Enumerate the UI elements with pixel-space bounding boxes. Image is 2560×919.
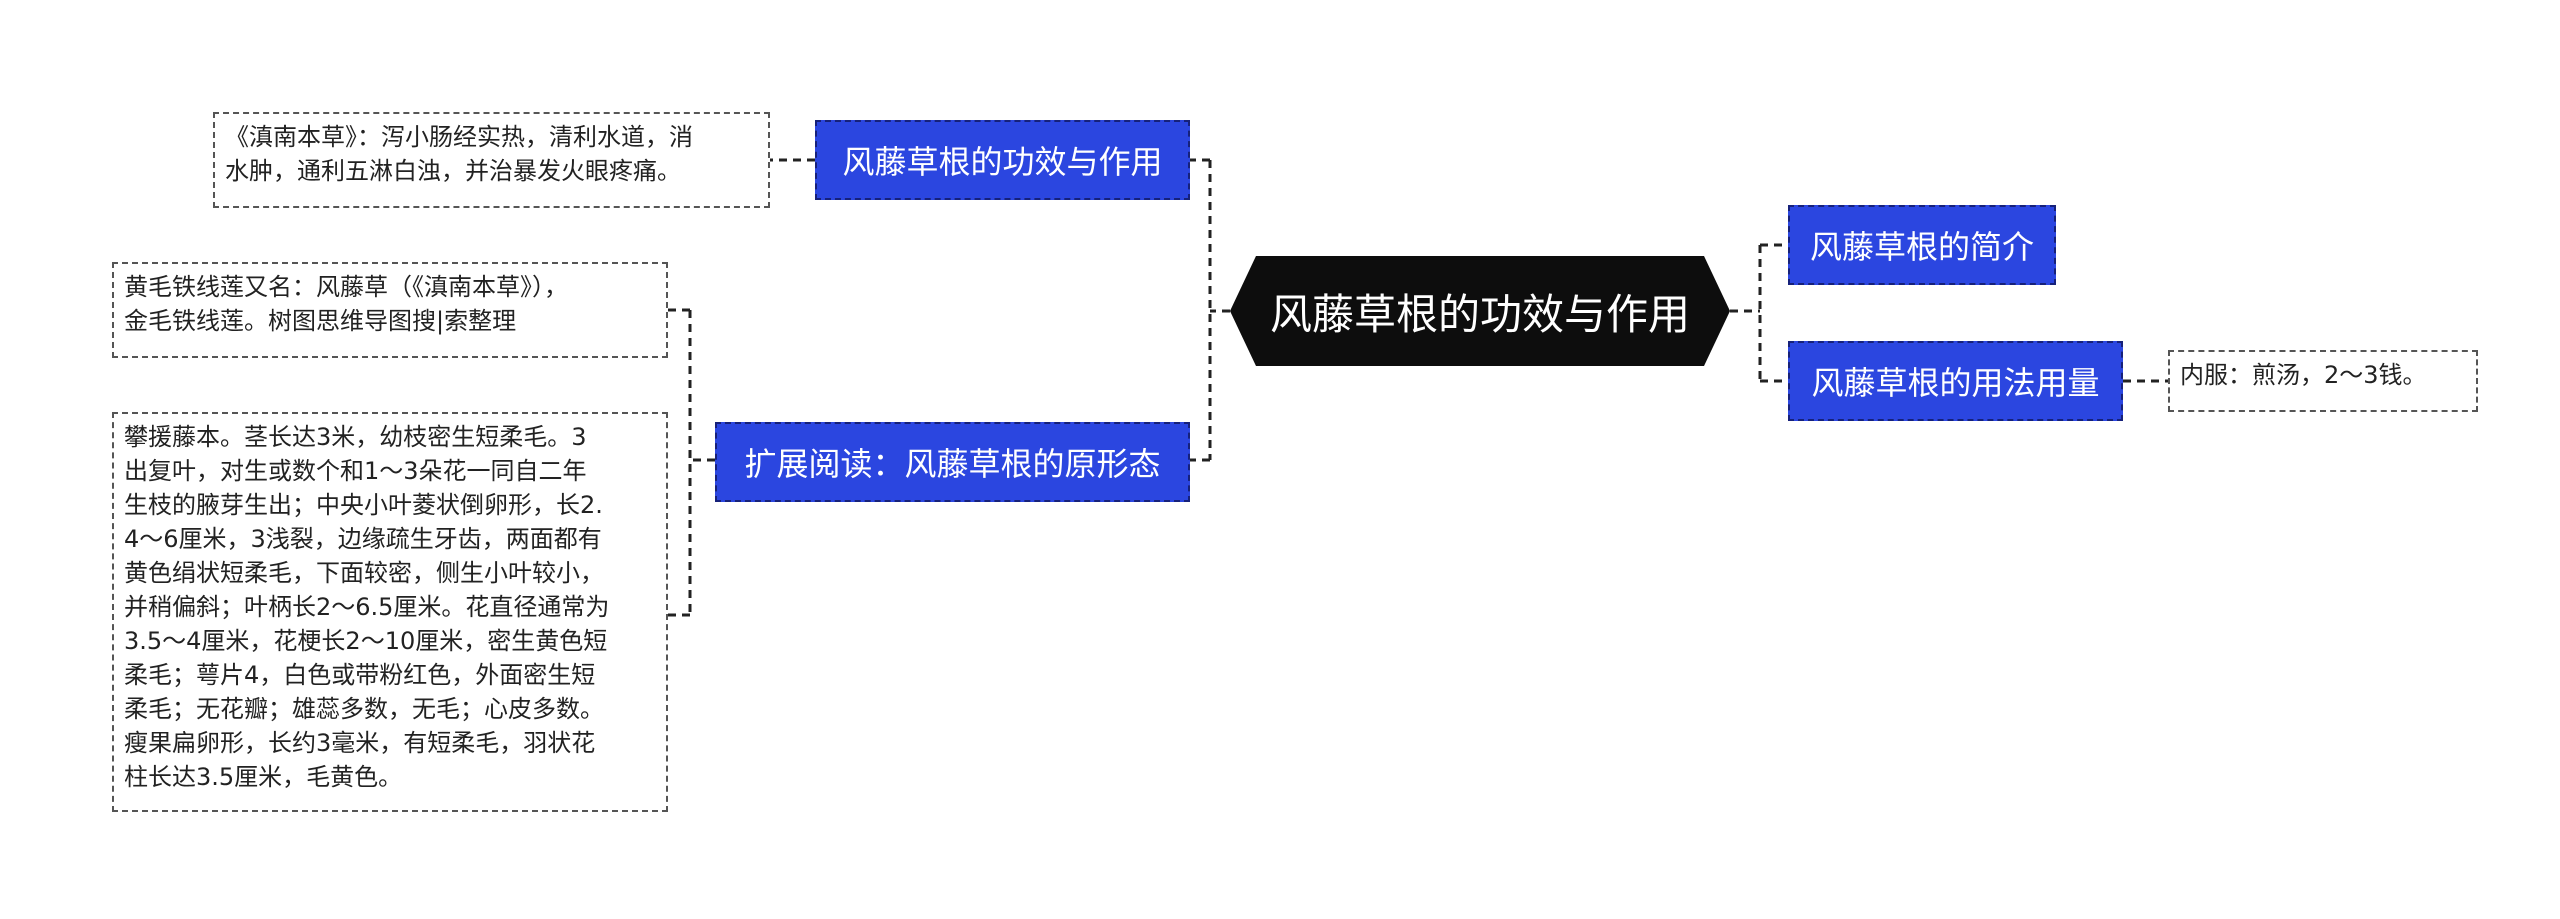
note-line: 黄毛铁线莲又名：风藤草（《滇南本草》）， (124, 273, 568, 301)
branch-introduction[interactable]: 风藤草根的简介 (1788, 205, 2056, 285)
note-line: 水肿，通利五淋白浊，并治暴发火眼疼痛。 (225, 157, 681, 185)
note-line: 柔毛；无花瓣；雄蕊多数，无毛；心皮多数。 (124, 695, 604, 723)
note-line: 柱长达3.5厘米，毛黄色。 (124, 763, 403, 791)
note-line: 瘦果扁卵形，长约3毫米，有短柔毛，羽状花 (124, 729, 596, 757)
branch-efficacy-label: 风藤草根的功效与作用 (842, 143, 1163, 181)
connector-branch2-notes (668, 308, 715, 617)
note-dianan-bencao[interactable]: 《滇南本草》：泻小肠经实热，清利水道，消 水肿，通利五淋白浊，并治暴发火眼疼痛。 (213, 112, 770, 208)
branch-morphology-label: 扩展阅读：风藤草根的原形态 (744, 445, 1161, 483)
note-dosage[interactable]: 内服：煎汤，2～3钱。 (2168, 350, 2478, 412)
note-line: 攀援藤本。茎长达3米，幼枝密生短柔毛。3 (124, 423, 587, 451)
note-line: 出复叶，对生或数个和1～3朵花一同自二年 (124, 457, 587, 485)
branch-usage-dosage-label: 风藤草根的用法用量 (1811, 364, 2100, 402)
root-topic-label: 风藤草根的功效与作用 (1269, 289, 1690, 339)
connector-root-left (1190, 158, 1230, 462)
branch-introduction-label: 风藤草根的简介 (1809, 228, 2034, 266)
note-line: 3.5～4厘米，花梗长2～10厘米，密生黄色短 (124, 627, 608, 655)
note-line: 并稍偏斜；叶柄长2～6.5厘米。花直径通常为 (124, 593, 610, 621)
note-line: 金毛铁线莲。树图思维导图搜|索整理 (124, 307, 517, 335)
note-line: 黄色绢状短柔毛，下面较密，侧生小叶较小， (124, 559, 604, 587)
root-topic[interactable]: 风藤草根的功效与作用 (1230, 256, 1730, 366)
note-line: 生枝的腋芽生出；中央小叶菱状倒卵形，长2. (124, 491, 603, 519)
branch-morphology[interactable]: 扩展阅读：风藤草根的原形态 (715, 422, 1190, 502)
note-line: 内服：煎汤，2～3钱。 (2180, 361, 2427, 389)
note-line: 4～6厘米，3浅裂，边缘疏生牙齿，两面都有 (124, 525, 602, 553)
connector-root-right (1730, 243, 1788, 383)
note-description[interactable]: 攀援藤本。茎长达3米，幼枝密生短柔毛。3 出复叶，对生或数个和1～3朵花一同自二… (112, 412, 668, 812)
note-line: 《滇南本草》：泻小肠经实热，清利水道，消 (225, 123, 693, 151)
branch-usage-dosage[interactable]: 风藤草根的用法用量 (1788, 341, 2123, 421)
note-line: 柔毛；萼片4，白色或带粉红色，外面密生短 (124, 661, 596, 689)
branch-efficacy[interactable]: 风藤草根的功效与作用 (815, 120, 1190, 200)
note-alias[interactable]: 黄毛铁线莲又名：风藤草（《滇南本草》）， 金毛铁线莲。树图思维导图搜|索整理 (112, 262, 668, 358)
